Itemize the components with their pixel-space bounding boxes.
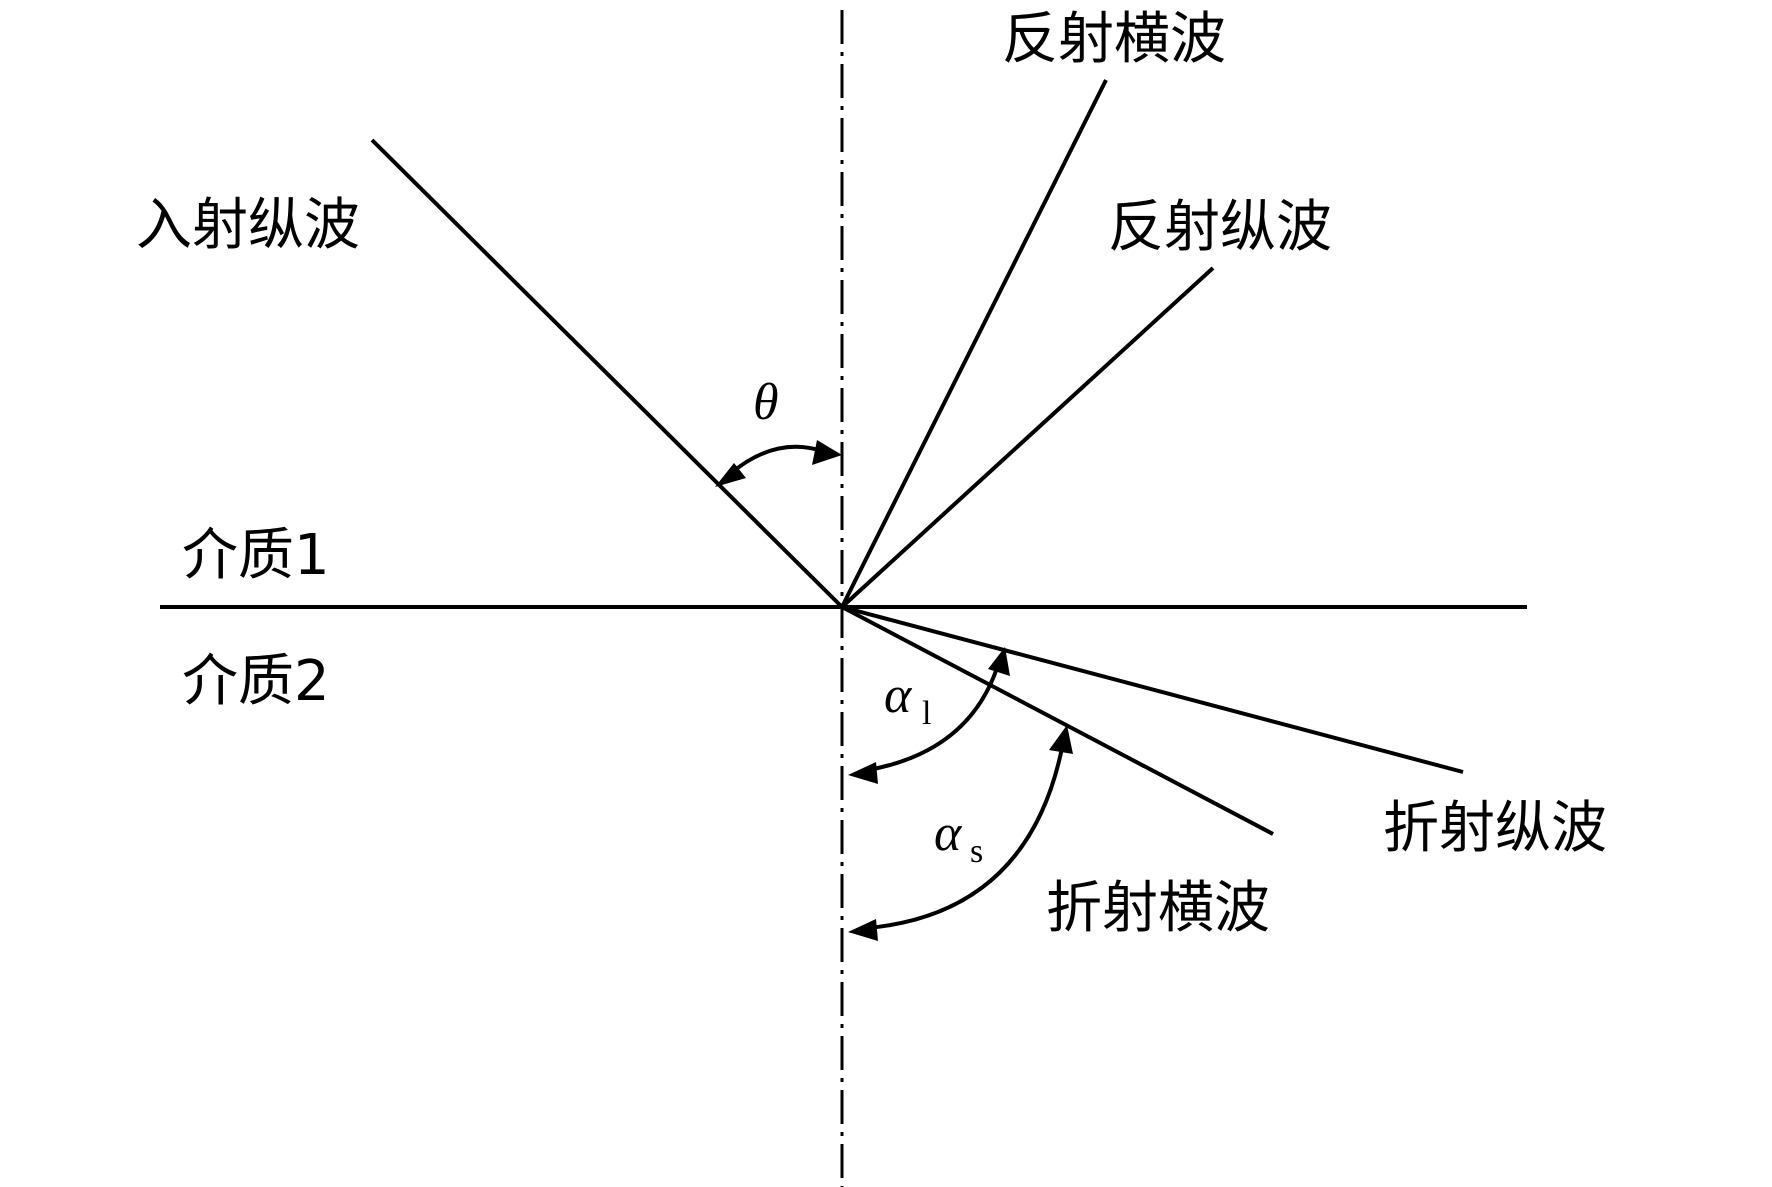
reflected-longitudinal-ray xyxy=(840,266,1215,609)
theta-arrowhead-right xyxy=(812,440,842,465)
alpha-s-arrowhead-bottom xyxy=(848,919,878,941)
label-refracted-longitudinal: 折射纵波 xyxy=(1383,796,1607,861)
label-alpha-l-subscript: l xyxy=(922,695,931,732)
reflected-transverse-ray xyxy=(840,79,1108,608)
label-alpha-l: α xyxy=(884,667,913,724)
alpha-s-arrowhead-top xyxy=(1049,725,1073,754)
alpha-l-arc xyxy=(867,667,999,772)
label-reflected-transverse: 反射横波 xyxy=(1002,7,1226,72)
label-alpha-s: α xyxy=(934,805,963,862)
label-medium-2: 介质2 xyxy=(182,649,330,714)
refracted-longitudinal-ray xyxy=(841,605,1464,774)
label-theta: θ xyxy=(753,374,779,431)
label-refracted-transverse: 折射横波 xyxy=(1046,876,1270,941)
alpha-s-arc xyxy=(867,747,1064,930)
alpha-l-arrowhead-bottom xyxy=(848,762,878,784)
label-reflected-longitudinal: 反射纵波 xyxy=(1108,195,1332,260)
label-medium-1: 介质1 xyxy=(182,523,330,588)
theta-arc xyxy=(728,444,823,476)
incident-longitudinal-ray xyxy=(370,138,844,609)
alpha-l-arrowhead-top xyxy=(988,647,1010,676)
refracted-transverse-ray xyxy=(841,605,1274,836)
label-alpha-s-subscript: s xyxy=(970,833,983,870)
theta-arrowhead-left xyxy=(715,463,746,487)
label-incident-longitudinal: 入射纵波 xyxy=(136,193,360,258)
